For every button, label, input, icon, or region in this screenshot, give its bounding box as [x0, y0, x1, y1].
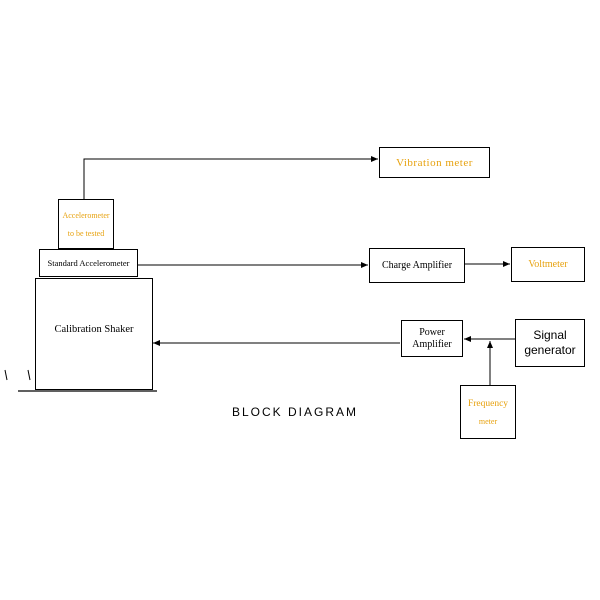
signal-generator-box: Signal generator [515, 319, 585, 367]
frequency-meter-box: Frequency meter [460, 385, 516, 439]
line-accelerometer-to-vibration-meter [83, 156, 378, 199]
frequency-meter-label-line1: Frequency [467, 398, 509, 409]
charge-amplifier-label: Charge Amplifier [381, 260, 453, 271]
accelerometer-under-test-box: Accelerometer to be tested [58, 199, 114, 249]
power-amplifier-label-line2: Amplifier [412, 338, 452, 350]
standard-accelerometer-box: Standard Accelerometer [39, 249, 138, 277]
calibration-shaker-box: Calibration Shaker [35, 278, 153, 390]
frequency-meter-label-line2: meter [478, 416, 498, 426]
signal-generator-label-line2: generator [524, 343, 576, 357]
power-amplifier-box: Power Amplifier [401, 320, 463, 357]
charge-amplifier-box: Charge Amplifier [369, 248, 465, 283]
accelerometer-under-test-label-line1: Accelerometer [62, 210, 110, 220]
vibration-meter-box: Vibration meter [379, 147, 490, 178]
vibration-meter-label: Vibration meter [396, 156, 473, 169]
voltmeter-label: Voltmeter [528, 259, 568, 270]
accelerometer-under-test-label-line2: to be tested [67, 228, 105, 238]
diagram-caption: BLOCK DIAGRAM [232, 405, 359, 419]
calibration-shaker-label: Calibration Shaker [54, 324, 134, 335]
voltmeter-box: Voltmeter [511, 247, 585, 282]
signal-generator-label-line1: Signal [533, 328, 567, 342]
standard-accelerometer-label: Standard Accelerometer [47, 258, 130, 268]
power-amplifier-label-line1: Power [419, 326, 445, 338]
